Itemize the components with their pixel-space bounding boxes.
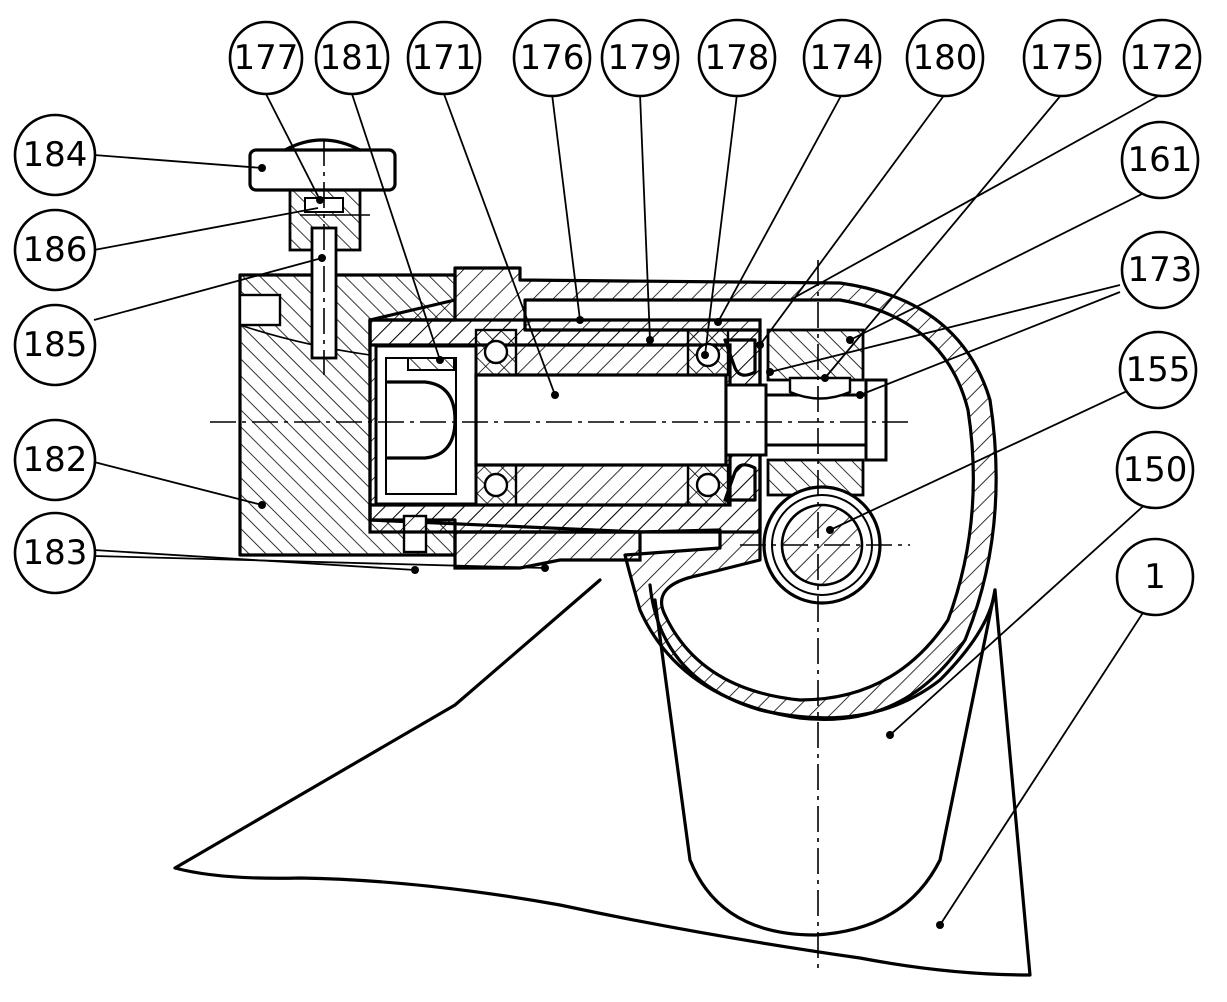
svg-text:155: 155 <box>1126 350 1191 390</box>
worm-155 <box>762 485 882 605</box>
callout-150: 150 <box>1115 430 1195 510</box>
svg-text:179: 179 <box>608 38 673 78</box>
callout-177: 177 <box>228 20 304 96</box>
callout-173: 173 <box>1120 230 1200 310</box>
base-casting <box>173 578 1032 977</box>
callout-172: 172 <box>1122 18 1202 98</box>
gear-172 <box>766 328 865 497</box>
callout-181: 181 <box>314 20 390 96</box>
svg-text:183: 183 <box>23 533 88 573</box>
callout-182: 182 <box>13 418 97 502</box>
callout-180: 180 <box>905 18 985 98</box>
svg-text:150: 150 <box>1123 450 1188 490</box>
svg-text:186: 186 <box>23 230 88 270</box>
callout-183: 183 <box>13 511 97 595</box>
svg-text:185: 185 <box>23 325 88 365</box>
leader-lines <box>93 93 1163 926</box>
callout-185: 185 <box>13 303 97 387</box>
callout-171: 171 <box>406 20 482 96</box>
bearing-left <box>474 328 518 507</box>
callout-1: 1 <box>1115 537 1195 617</box>
svg-text:184: 184 <box>23 135 88 175</box>
svg-text:182: 182 <box>23 440 88 480</box>
seal-178 <box>723 338 757 502</box>
svg-text:177: 177 <box>234 38 299 78</box>
callout-184: 184 <box>13 113 97 197</box>
svg-text:176: 176 <box>520 38 585 78</box>
svg-text:1: 1 <box>1144 557 1166 597</box>
callout-175: 175 <box>1022 18 1102 98</box>
callout-179: 179 <box>600 18 680 98</box>
callout-161: 161 <box>1120 120 1200 200</box>
callout-186: 186 <box>13 208 97 292</box>
shaft-171 <box>474 373 888 467</box>
svg-text:175: 175 <box>1030 38 1095 78</box>
leader-dots <box>258 164 944 929</box>
svg-text:161: 161 <box>1128 140 1193 180</box>
callout-155: 155 <box>1118 330 1198 410</box>
svg-text:180: 180 <box>913 38 978 78</box>
svg-text:172: 172 <box>1130 38 1195 78</box>
callout-176: 176 <box>512 18 592 98</box>
svg-text:173: 173 <box>1128 250 1193 290</box>
svg-text:178: 178 <box>705 38 770 78</box>
svg-text:174: 174 <box>810 38 875 78</box>
svg-text:181: 181 <box>320 38 385 78</box>
svg-text:171: 171 <box>412 38 477 78</box>
callout-174: 174 <box>802 18 882 98</box>
callout-178: 178 <box>697 18 777 98</box>
sleeve-182 <box>238 273 457 557</box>
